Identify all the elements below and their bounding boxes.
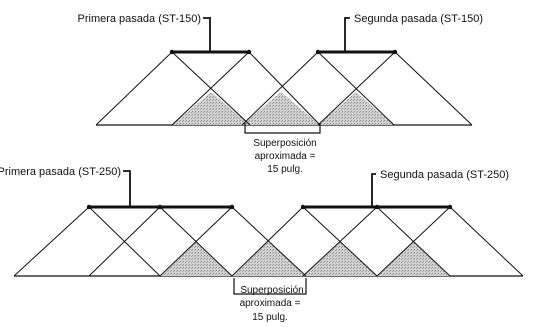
bottom-pass1-nozzle bbox=[86, 204, 92, 210]
top-overlap-area bbox=[172, 92, 250, 125]
bottom-pass2-leader bbox=[371, 173, 376, 207]
top-overlap-area bbox=[242, 92, 320, 125]
bottom-overlap-caption-1: Superposición bbox=[240, 285, 303, 296]
top-pass1-nozzle bbox=[169, 49, 175, 55]
top-pass2-spray bbox=[241, 51, 473, 126]
bottom-overlap-area bbox=[232, 241, 306, 276]
bottom-overlap-caption-2: aproximada = bbox=[240, 298, 301, 309]
top-overlap-bracket bbox=[244, 123, 321, 134]
top-pass2-nozzle bbox=[392, 49, 398, 55]
bottom-pass1-spray bbox=[13, 206, 307, 277]
top-pass1-label: Primera pasada (ST-150) bbox=[78, 13, 202, 25]
top-pass2-label: Segunda pasada (ST-150) bbox=[354, 13, 483, 25]
bottom-pass1-nozzle bbox=[229, 204, 235, 210]
bottom-pass2-spray bbox=[231, 206, 524, 277]
bottom-pass2-nozzle bbox=[300, 204, 306, 210]
bottom-pass2-nozzle bbox=[374, 204, 380, 210]
bottom-overlap-area bbox=[377, 241, 450, 276]
top-pass1-nozzle bbox=[246, 49, 252, 55]
top-pass1-spray bbox=[95, 51, 321, 126]
top-pass1-leader bbox=[203, 17, 211, 52]
top-overlap-caption-3: 15 pulg. bbox=[267, 164, 303, 175]
bottom-diagram: Primera pasada (ST-250) Segunda pasada (… bbox=[0, 166, 524, 323]
bottom-pass1-leader bbox=[123, 170, 131, 207]
bottom-overlap-area bbox=[160, 241, 232, 276]
bottom-overlap-bracket bbox=[233, 278, 307, 295]
top-overlap-caption-1: Superposición bbox=[253, 138, 316, 149]
top-pass2-nozzle bbox=[315, 49, 321, 55]
bottom-pass1-label: Primera pasada (ST-250) bbox=[0, 166, 121, 178]
bottom-overlap-caption-3: 15 pulg. bbox=[252, 312, 288, 323]
top-overlap-caption-2: aproximada = bbox=[255, 151, 316, 162]
bottom-pass2-nozzle bbox=[447, 204, 453, 210]
bottom-pass1-nozzle bbox=[157, 204, 163, 210]
top-diagram: Primera pasada (ST-150) Segunda pasada (… bbox=[78, 13, 484, 175]
top-pass2-leader bbox=[344, 17, 350, 52]
bottom-pass2-label: Segunda pasada (ST-250) bbox=[380, 169, 509, 181]
top-overlap-area bbox=[318, 92, 394, 125]
bottom-overlap-area bbox=[303, 241, 377, 276]
